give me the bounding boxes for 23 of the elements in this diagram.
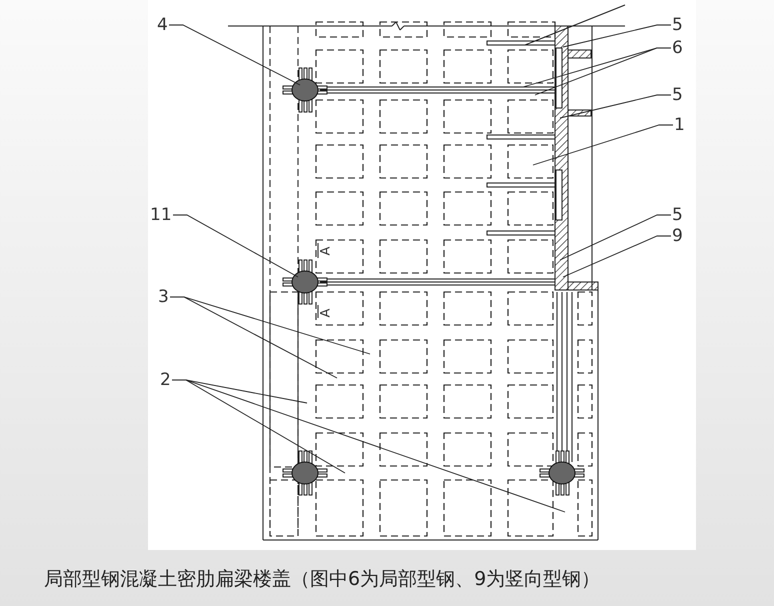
leader-line bbox=[562, 24, 672, 48]
callout-number: 9 bbox=[672, 227, 683, 245]
leader-line bbox=[534, 48, 672, 96]
leader-line bbox=[168, 24, 300, 86]
leader-line bbox=[560, 214, 672, 260]
callout-number: 3 bbox=[158, 288, 169, 306]
leader-line bbox=[560, 94, 672, 118]
callout-number: 6 bbox=[672, 39, 683, 57]
leader-line bbox=[532, 124, 674, 166]
callout-number: 5 bbox=[672, 206, 683, 224]
callout-number: 1 bbox=[674, 116, 685, 134]
leader-line bbox=[562, 236, 672, 278]
callout-number: 11 bbox=[150, 206, 172, 224]
leader-line bbox=[172, 380, 566, 512]
callout-number: 5 bbox=[672, 86, 683, 104]
leader-line bbox=[172, 214, 298, 278]
section-mark: A bbox=[319, 308, 334, 318]
callout-number: 5 bbox=[672, 16, 683, 34]
callout-number: 4 bbox=[157, 16, 168, 34]
caption: 局部型钢混凝土密肋扁梁楼盖（图中6为局部型钢、9为竖向型钢） bbox=[44, 567, 600, 592]
callout-number: 2 bbox=[160, 371, 171, 389]
section-mark: A bbox=[319, 246, 334, 256]
leader-line bbox=[170, 296, 338, 378]
